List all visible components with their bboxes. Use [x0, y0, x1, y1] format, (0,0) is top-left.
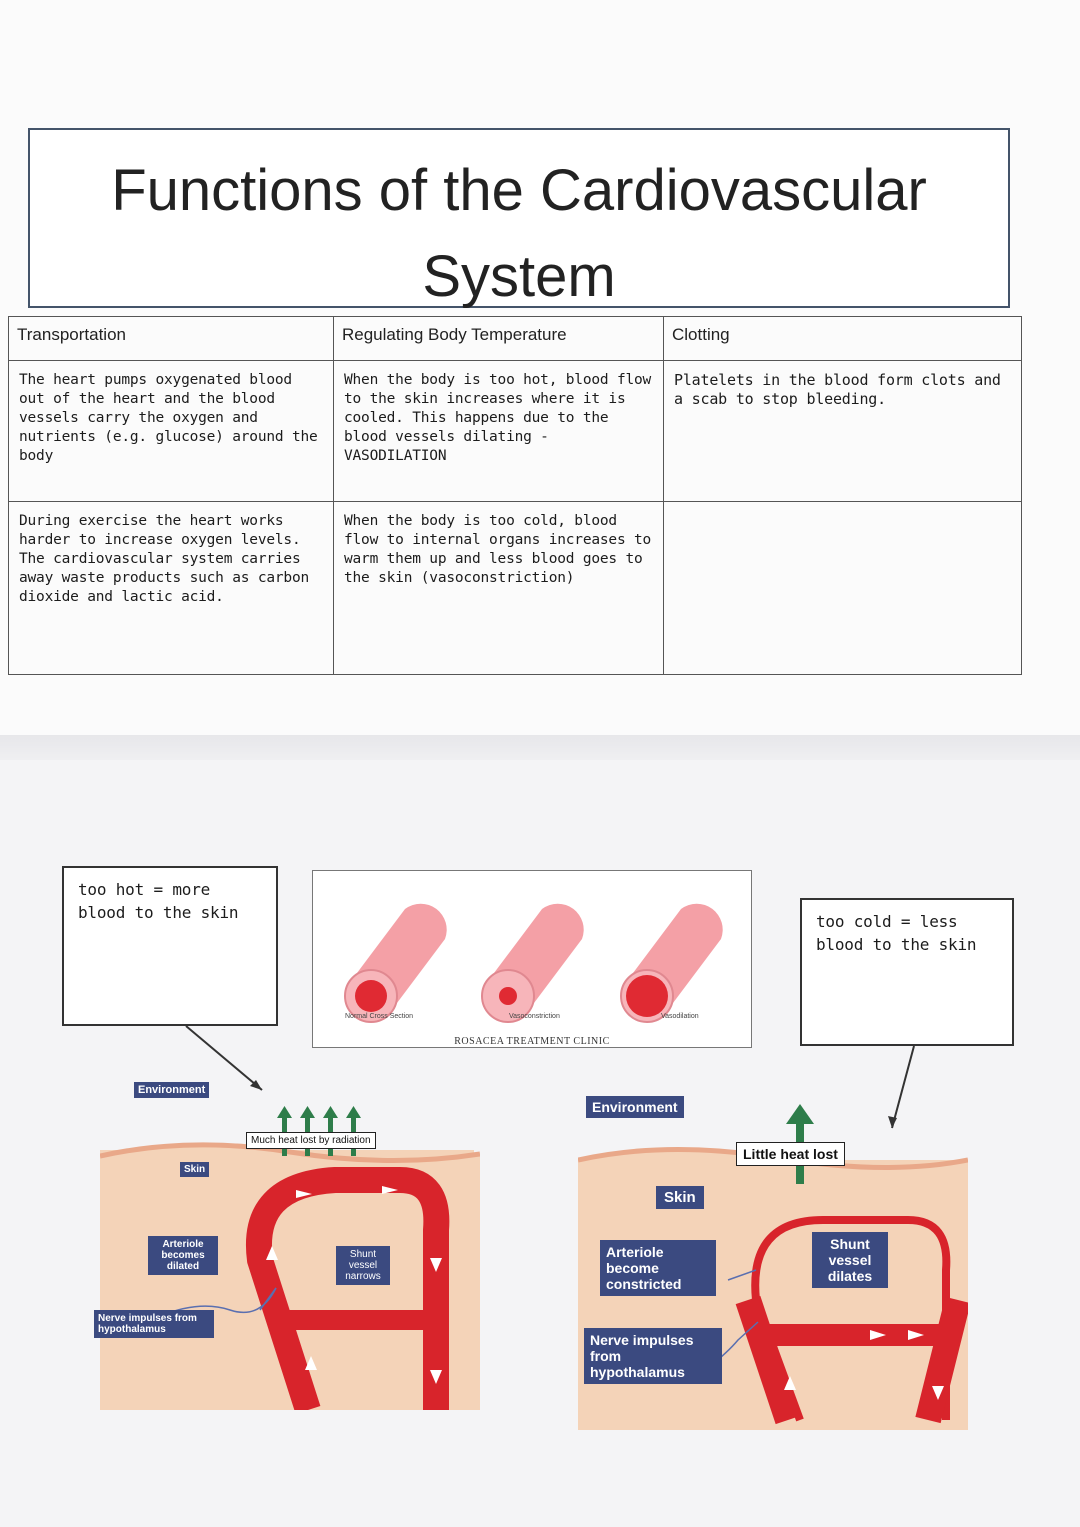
table-row: During exercise the heart works harder t… — [8, 501, 1022, 675]
header-transportation: Transportation — [8, 316, 334, 361]
page-title: Functions of the Cardiovascular System — [111, 158, 927, 309]
figure-credit: ROSACEA TREATMENT CLINIC — [454, 1036, 610, 1047]
vessel-drawings — [344, 903, 723, 1023]
vessel-vasodilation — [620, 903, 723, 1023]
caption-vasoconstriction: Vasoconstriction — [509, 1013, 560, 1020]
cell-text: During exercise the heart works harder t… — [19, 513, 310, 605]
cold-arteriole-label: Arteriole become constricted — [600, 1240, 716, 1296]
caption-vasodilation: Vasodilation — [661, 1013, 699, 1020]
table-cell: During exercise the heart works harder t… — [8, 501, 334, 675]
hot-nerve-label: Nerve impulses from hypothalamus — [94, 1310, 214, 1338]
cold-heat-label: Little heat lost — [736, 1142, 845, 1166]
table-row: The heart pumps oxygenated blood out of … — [8, 360, 1022, 502]
caption-normal: Normal Cross Section — [345, 1013, 414, 1020]
cell-text: The heart pumps oxygenated blood out of … — [19, 372, 318, 464]
table-cell: When the body is too hot, blood flow to … — [333, 360, 664, 502]
vessel-figure: Normal Cross Section Vasoconstriction Va… — [312, 870, 752, 1048]
cell-text: When the body is too hot, blood flow to … — [344, 372, 652, 464]
cold-callout: too cold = less blood to the skin — [800, 898, 1014, 1046]
cold-environment-label: Environment — [586, 1096, 684, 1118]
cold-shunt-label: Shunt vessel dilates — [812, 1232, 888, 1288]
hot-note: too hot = more blood to the skin — [78, 880, 239, 922]
cold-note: too cold = less blood to the skin — [816, 912, 977, 954]
table-cell: When the body is too cold, blood flow to… — [333, 501, 664, 675]
hot-arteriole-label: Arteriole becomes dilated — [148, 1236, 218, 1275]
hot-diagram-drawing — [100, 1106, 480, 1410]
cell-text: When the body is too cold, blood flow to… — [344, 513, 652, 586]
table-cell: Platelets in the blood form clots and a … — [663, 360, 1022, 502]
table-cell — [663, 501, 1022, 675]
hot-skin-label: Skin — [180, 1162, 210, 1177]
hot-environment-label: Environment — [134, 1082, 210, 1098]
functions-table: Transportation Regulating Body Temperatu… — [8, 316, 1022, 675]
cold-skin-label: Skin — [656, 1186, 704, 1209]
cell-text: Platelets in the blood form clots and a … — [674, 371, 1001, 408]
hot-shunt-label: Shunt vessel narrows — [336, 1246, 390, 1285]
table-header-row: Transportation Regulating Body Temperatu… — [8, 316, 1022, 361]
hot-heat-label: Much heat lost by radiation — [246, 1132, 376, 1149]
vessel-normal — [344, 903, 447, 1023]
cold-nerve-label: Nerve impulses from hypothalamus — [584, 1328, 722, 1384]
header-temperature: Regulating Body Temperature — [333, 316, 664, 361]
title-box: Functions of the Cardiovascular System — [28, 128, 1010, 309]
hot-callout: too hot = more blood to the skin — [62, 866, 278, 1026]
vessel-vasoconstriction — [481, 903, 584, 1023]
